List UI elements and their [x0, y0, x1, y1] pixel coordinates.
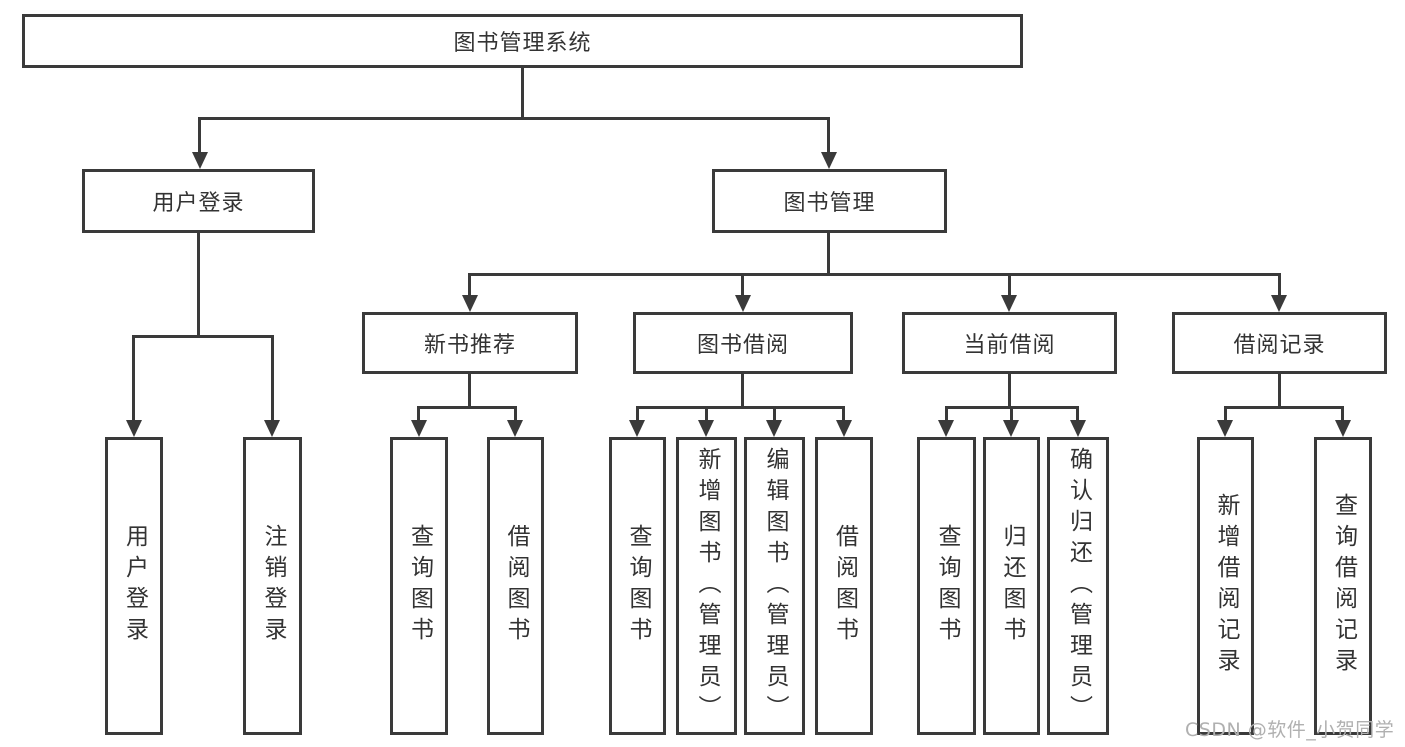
arrowhead-book-management [821, 152, 837, 169]
edge-to-br-add [1224, 406, 1227, 422]
arrowhead-book-borrowing [735, 295, 751, 312]
arrowhead-nbr-borrow [507, 420, 523, 437]
edge-nbr-drop [468, 374, 471, 409]
arrowhead-current-borrowing [1001, 295, 1017, 312]
edge-br-rail [1224, 406, 1343, 409]
leaf-nbr-query-books: 查询图书 [390, 437, 448, 735]
arrowhead-leaf-user-login [126, 420, 142, 437]
arrowhead-borrow-records [1271, 295, 1287, 312]
edge-to-br-query [1341, 406, 1344, 422]
edge-br-drop [1278, 374, 1281, 409]
node-user-login: 用户登录 [82, 169, 315, 233]
leaf-br-add-record: 新增借阅记录 [1197, 437, 1254, 735]
node-user-login-label: 用户登录 [152, 191, 245, 216]
arrowhead-bb-edit [766, 420, 782, 437]
node-borrow-records-label: 借阅记录 [1233, 333, 1326, 358]
arrowhead-cb-query [938, 420, 954, 437]
edge-to-new-book-recommend [468, 273, 471, 297]
arrowhead-br-query [1335, 420, 1351, 437]
edge-book-management-rail [468, 273, 1281, 276]
leaf-cb-query-books-label: 查询图书 [934, 524, 960, 648]
leaf-bb-borrow-books-label: 借阅图书 [831, 524, 858, 648]
arrowhead-cb-confirm [1070, 420, 1086, 437]
leaf-cb-confirm-return-admin-label: 确认归还（管理员） [1065, 446, 1092, 726]
edge-to-cb-return [1010, 406, 1013, 422]
edge-nbr-rail [417, 406, 517, 409]
edge-cb-drop [1008, 374, 1011, 409]
edge-to-bb-borrow [842, 406, 845, 422]
leaf-user-login: 用户登录 [105, 437, 163, 735]
leaf-bb-add-book-admin-label: 新增图书（管理员） [694, 446, 720, 726]
leaf-bb-query-books: 查询图书 [609, 437, 666, 735]
edge-bb-drop [741, 374, 744, 409]
edge-to-borrow-records [1278, 273, 1281, 297]
arrowhead-user-login [192, 152, 208, 169]
edge-to-bb-add [705, 406, 708, 422]
arrowhead-bb-borrow [836, 420, 852, 437]
node-current-borrowing-label: 当前借阅 [963, 333, 1056, 358]
edge-root-rail [198, 117, 830, 120]
leaf-bb-query-books-label: 查询图书 [625, 524, 651, 648]
node-new-book-recommend: 新书推荐 [362, 312, 578, 374]
leaf-br-add-record-label: 新增借阅记录 [1213, 493, 1239, 679]
node-borrow-records: 借阅记录 [1172, 312, 1387, 374]
node-root-label: 图书管理系统 [453, 31, 592, 56]
arrowhead-bb-query [629, 420, 645, 437]
leaf-logout: 注销登录 [243, 437, 302, 735]
arrowhead-new-book-recommend [462, 295, 478, 312]
leaf-nbr-borrow-books: 借阅图书 [487, 437, 544, 735]
leaf-user-login-label: 用户登录 [121, 524, 148, 648]
arrowhead-nbr-query [411, 420, 427, 437]
leaf-cb-return-books-label: 归还图书 [999, 524, 1025, 648]
leaf-bb-edit-book-admin-label: 编辑图书（管理员） [762, 446, 788, 726]
arrowhead-br-add [1217, 420, 1233, 437]
arrowhead-bb-add [698, 420, 714, 437]
node-book-management: 图书管理 [712, 169, 947, 233]
arrowhead-leaf-logout [264, 420, 280, 437]
node-book-borrowing: 图书借阅 [633, 312, 853, 374]
edge-book-management-drop [827, 233, 830, 276]
edge-to-current-borrowing [1008, 273, 1011, 297]
node-book-management-label: 图书管理 [783, 191, 876, 216]
edge-root-drop [521, 68, 524, 117]
node-new-book-recommend-label: 新书推荐 [423, 333, 516, 358]
edge-user-login-drop [197, 233, 200, 337]
edge-to-leaf-logout [271, 335, 274, 422]
edge-to-nbr-query [417, 406, 420, 422]
watermark: CSDN @软件_小贺同学 [1185, 719, 1395, 741]
edge-to-leaf-user-login [132, 335, 135, 422]
leaf-bb-add-book-admin: 新增图书（管理员） [676, 437, 737, 735]
edge-to-cb-confirm [1076, 406, 1079, 422]
leaf-nbr-borrow-books-label: 借阅图书 [503, 524, 529, 648]
edge-to-nbr-borrow [514, 406, 517, 422]
leaf-br-query-record: 查询借阅记录 [1314, 437, 1372, 735]
leaf-br-query-record-label: 查询借阅记录 [1330, 493, 1357, 679]
edge-user-login-rail [132, 335, 274, 338]
leaf-nbr-query-books-label: 查询图书 [406, 524, 433, 648]
edge-to-bb-query [636, 406, 639, 422]
edge-root-to-user-login [198, 117, 201, 155]
edge-to-cb-query [945, 406, 948, 422]
node-book-borrowing-label: 图书借阅 [696, 333, 789, 358]
edge-bb-rail [636, 406, 844, 409]
edge-to-book-borrowing [741, 273, 744, 297]
edge-root-to-book-management [827, 117, 830, 155]
leaf-logout-label: 注销登录 [260, 524, 286, 648]
leaf-cb-confirm-return-admin: 确认归还（管理员） [1047, 437, 1109, 735]
leaf-bb-edit-book-admin: 编辑图书（管理员） [744, 437, 805, 735]
leaf-cb-return-books: 归还图书 [983, 437, 1040, 735]
leaf-cb-query-books: 查询图书 [917, 437, 976, 735]
edge-to-bb-edit [773, 406, 776, 422]
leaf-bb-borrow-books: 借阅图书 [815, 437, 873, 735]
arrowhead-cb-return [1003, 420, 1019, 437]
node-root: 图书管理系统 [22, 14, 1023, 68]
node-current-borrowing: 当前借阅 [902, 312, 1117, 374]
